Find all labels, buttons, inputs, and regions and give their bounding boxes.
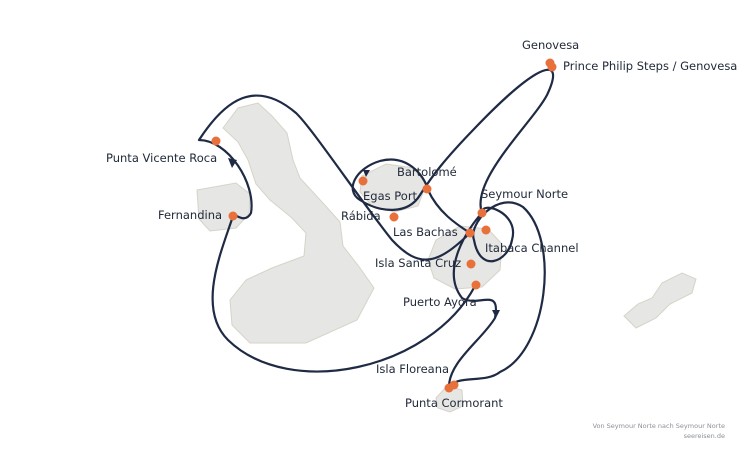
island-isabela [222,102,375,344]
island-fernandina [196,182,251,232]
stop-marker-itabaca-channel[interactable] [481,225,491,235]
stop-labels: Genovesa Prince Philip Steps / Genovesa … [106,38,737,410]
label-egas-port: Egas Port [363,189,418,203]
stop-marker-isla-santa-cruz[interactable] [466,259,476,269]
direction-arrow [363,170,370,177]
label-prince-philip-steps: Prince Philip Steps / Genovesa [563,59,737,73]
label-seymour-norte: Seymour Norte [481,187,568,201]
islands [196,102,697,413]
credit-route-text: Von Seymour Norte nach Seymour Norte [592,422,725,430]
stop-marker-punta-vicente-roca[interactable] [211,136,221,146]
label-puerto-ayora: Puerto Ayora [403,295,477,309]
label-genovesa: Genovesa [522,38,579,52]
map-credit: Von Seymour Norte nach Seymour Norte see… [593,421,725,441]
cruise-route [197,68,555,390]
stop-markers [211,58,557,393]
island-san-cristobal [623,272,697,329]
stop-marker-puerto-ayora[interactable] [471,280,481,290]
stop-marker-prince-philip-steps[interactable] [547,62,557,72]
credit-site-link[interactable]: seereisen.de [683,432,725,440]
label-punta-cormorant: Punta Cormorant [405,396,503,410]
island-santiago [359,163,427,213]
stop-marker-rabida[interactable] [389,212,399,222]
label-rabida: Rábida [341,209,381,223]
stop-marker-punta-cormorant[interactable] [449,380,459,390]
stop-marker-bartolome[interactable] [422,184,432,194]
direction-arrow [228,158,237,168]
label-itabaca-channel: Itabaca Channel [485,241,579,255]
label-bartolome: Bartolomé [397,165,457,179]
label-isla-floreana: Isla Floreana [376,362,449,376]
stop-marker-las-bachas[interactable] [465,228,475,238]
label-las-bachas: Las Bachas [393,225,458,239]
stop-marker-seymour-norte[interactable] [477,208,487,218]
label-isla-santa-cruz: Isla Santa Cruz [375,256,461,270]
stop-marker-egas-port[interactable] [358,176,368,186]
stop-marker-fernandina[interactable] [228,211,238,221]
label-punta-vicente-roca: Punta Vicente Roca [106,151,217,165]
direction-arrow [492,310,500,318]
label-fernandina: Fernandina [158,208,222,222]
